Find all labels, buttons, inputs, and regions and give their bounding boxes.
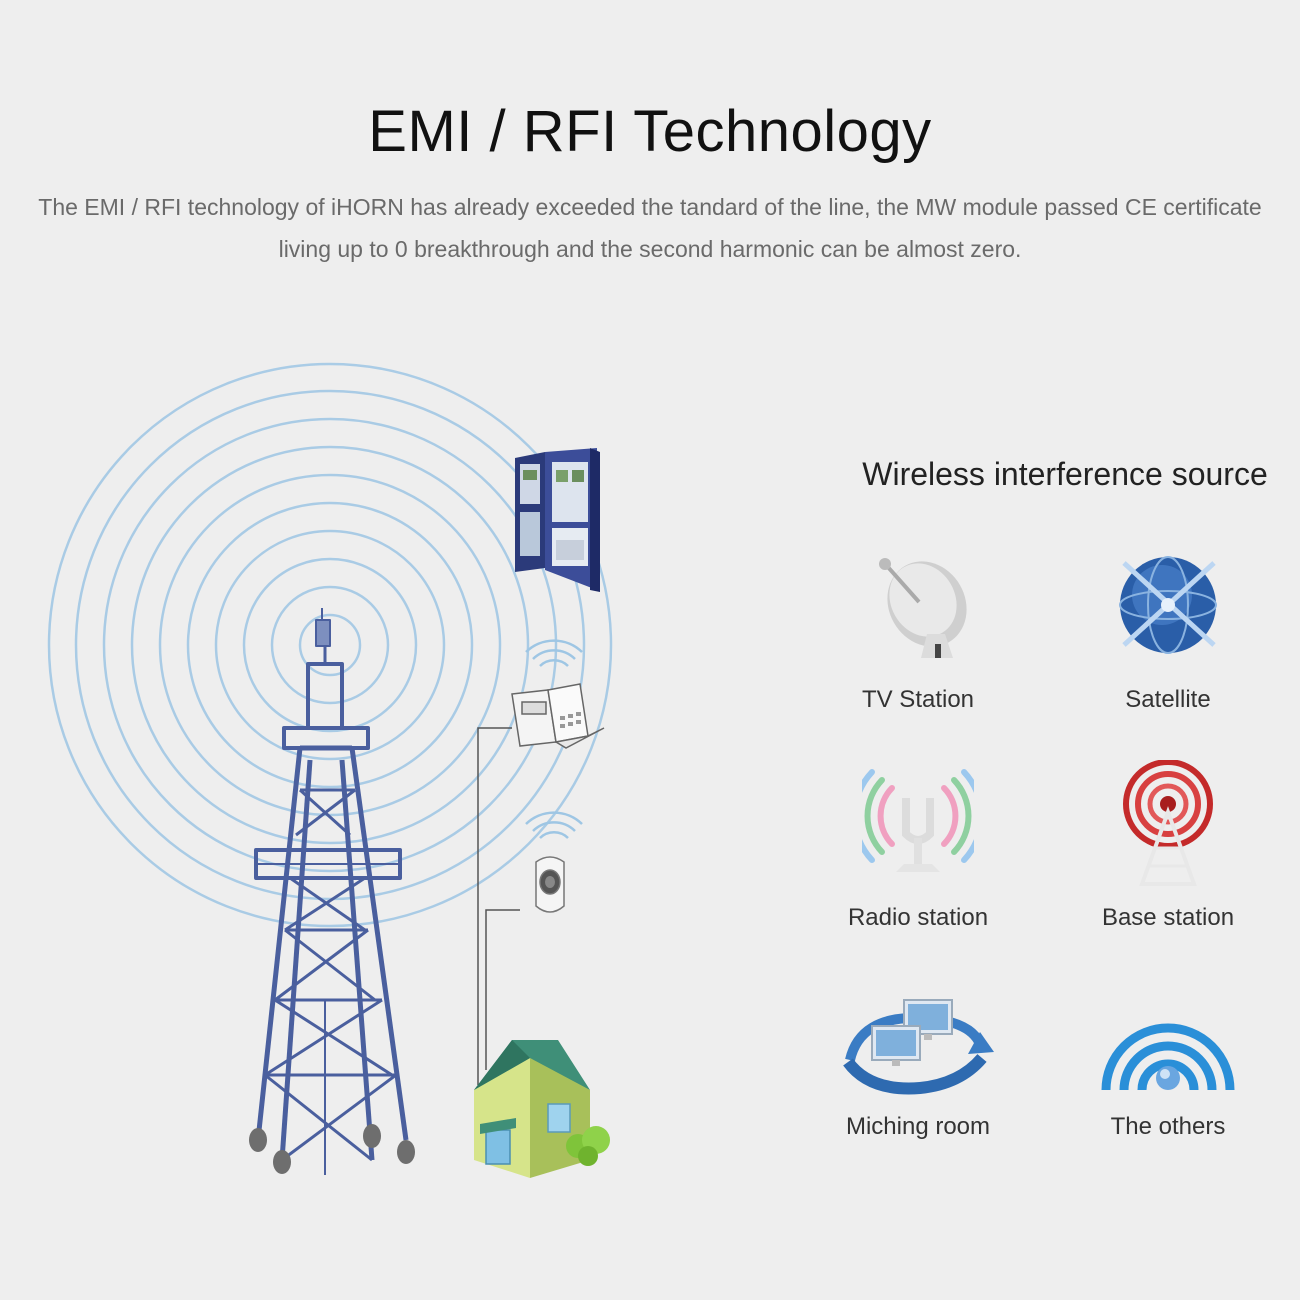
transmission-tower — [254, 608, 409, 1175]
house-icon — [474, 1040, 610, 1178]
source-label-radio-station: Radio station — [847, 904, 989, 931]
detector-wifi-icon — [525, 811, 583, 839]
computer-room-icon — [843, 999, 994, 1095]
motion-detector-icon — [535, 856, 565, 913]
server-cabinet-icon — [515, 448, 600, 592]
base-station-icon — [1123, 760, 1213, 886]
source-label-the-others: The others — [1110, 1113, 1226, 1140]
source-label-miching-room: Miching room — [845, 1113, 991, 1140]
alarm-keypad-icon — [511, 683, 605, 749]
source-label-tv-station: TV Station — [861, 686, 975, 713]
radio-station-icon — [862, 769, 974, 872]
page-description: The EMI / RFI technology of iHORN has al… — [38, 194, 1262, 262]
wiring-lines — [477, 727, 520, 1085]
source-label-satellite: Satellite — [1125, 686, 1211, 713]
tower-feet — [249, 1124, 415, 1174]
satellite-dish-icon — [879, 558, 967, 658]
panel-title: Wireless interference source — [862, 456, 1268, 492]
signal-rings — [47, 362, 613, 928]
globe-satellite-icon — [1119, 556, 1217, 654]
keypad-wifi-icon — [525, 639, 583, 667]
wifi-signal-icon — [1101, 1023, 1235, 1091]
page-title: EMI / RFI Technology — [368, 99, 932, 164]
source-label-base-station: Base station — [1101, 904, 1235, 931]
